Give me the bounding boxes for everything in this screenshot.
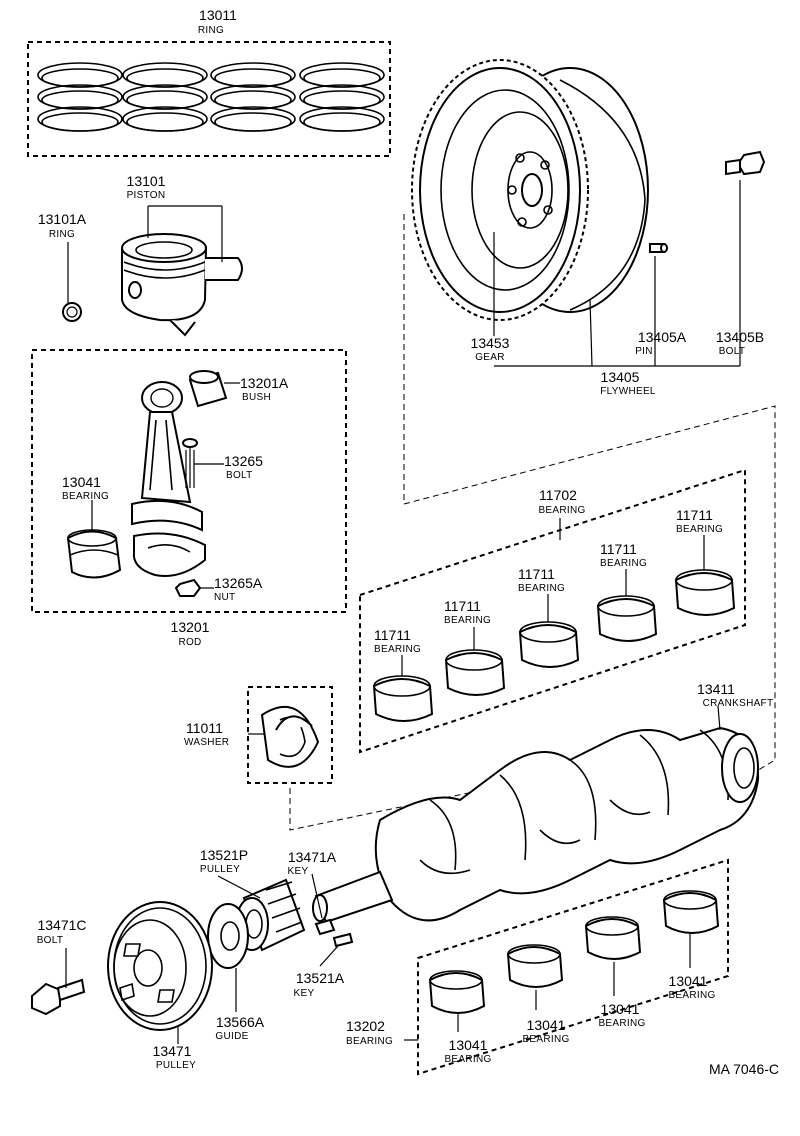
lower-bearing-3 [584,916,642,996]
callout-13265-number: 13265 [224,453,263,469]
callout-13405B-number: 13405B [716,329,764,345]
callout-13405-name: FLYWHEEL [600,386,656,397]
piston-pin-clip: 13101A RING [38,211,87,322]
callout-13405-number: 13405 [601,369,640,385]
callout-13411-name: CRANKSHAFT [703,698,774,709]
callout-13453-number: 13453 [471,335,510,351]
callout-13265A-number: 13265A [214,575,263,591]
timing-pulley-key: 13521A KEY [294,932,354,999]
callout-13202-number: 13202 [346,1018,385,1034]
callout-13453-name: GEAR [475,352,505,363]
callout-13471A-number: 13471A [288,849,337,865]
pulley-guide: 13566A GUIDE [207,903,265,1042]
callout-13041e-name: BEARING [668,990,715,1001]
callout-13405B-name: BOLT [719,346,746,357]
callout-13101A-name: RING [49,229,75,240]
callout-13202-name: BEARING [346,1036,393,1047]
callout-13566A-number: 13566A [216,1014,265,1030]
callout-13471-number: 13471 [153,1043,192,1059]
callout-13011-number: 13011 [199,7,237,23]
connecting-rod [131,381,206,577]
flywheel-pin: 13405A PIN [635,243,687,366]
callout-13201-name: ROD [178,637,201,648]
callout-13101-name: PISTON [127,190,166,201]
callout-13201A-number: 13201A [240,375,289,391]
ring-stack-1 [37,62,123,132]
flywheel: 13453 GEAR 13405 FLYWHEEL [411,59,740,397]
callout-13101A-number: 13101A [38,211,87,227]
callout-11702-name: BEARING [538,505,585,516]
callout-13041c-name: BEARING [522,1034,569,1045]
callout-13041-name: BEARING [62,491,109,502]
ring-stack-3 [210,62,296,132]
callout-13521A-number: 13521A [296,970,345,986]
crankshaft-pulley: 13471 PULLEY [107,901,213,1071]
callout-13471-name: PULLEY [156,1060,196,1071]
callout-13405A-number: 13405A [638,329,687,345]
callout-11711d-name: BEARING [600,558,647,569]
crankshaft-timing-pulley: 13521P PULLEY [200,847,306,952]
main-bearing-1 [372,655,434,722]
callout-11711b-number: 11711 [444,598,481,614]
flywheel-bolt: 13405B BOLT [716,150,766,366]
rod-bush: 13201A BUSH [188,370,289,408]
callout-13521A-name: KEY [294,988,315,999]
callout-13471A-name: KEY [288,866,309,877]
main-bearing-set: 11702 BEARING 11711 BEARING 11711 BEARIN… [359,468,746,754]
callout-11011-number: 11011 [186,720,223,736]
callout-11711a-number: 11711 [374,627,411,643]
pulley-key: 13471A KEY [288,849,337,936]
callout-13521P-name: PULLEY [200,864,240,875]
callout-11711a-name: BEARING [374,644,421,655]
callout-13041d-number: 13041 [601,1001,640,1017]
callout-13041-number: 13041 [62,474,101,490]
lower-bearing-4 [662,890,720,968]
pulley-bolt: 13471C BOLT [31,917,87,1016]
callout-11711c-number: 11711 [518,566,555,582]
piston-ring-set: 13011 RING [27,7,391,157]
callout-13041c-number: 13041 [527,1017,566,1033]
callout-13201-number: 13201 [171,619,210,635]
callout-13101-number: 13101 [127,173,166,189]
ring-stack-2 [122,62,208,132]
rod-bearing: 13041 BEARING [62,474,122,579]
callout-13041b-name: BEARING [444,1054,491,1065]
piston: 13101 PISTON [121,173,243,337]
callout-13566A-name: GUIDE [215,1031,248,1042]
main-bearing-3 [518,594,580,668]
callout-13405A-name: PIN [635,346,653,357]
callout-13521P-number: 13521P [200,847,248,863]
callout-11711d-number: 11711 [600,541,637,557]
rod-bolt: 13265 BOLT [182,438,263,488]
callout-13471C-number: 13471C [37,917,86,933]
callout-11011-name: WASHER [184,737,229,748]
callout-13265-name: BOLT [226,470,253,481]
callout-11711e-number: 11711 [676,507,713,523]
figure-code: MA 7046-C [709,1061,779,1077]
rod-nut: 13265A NUT [174,575,263,603]
callout-13041d-name: BEARING [598,1018,645,1029]
callout-13011-name: RING [198,25,224,36]
thrust-washer: 11011 WASHER [184,686,333,784]
callout-13201A-name: BUSH [242,392,271,403]
callout-13471C-name: BOLT [37,935,64,946]
ring-stack-4 [299,62,385,132]
callout-11711c-name: BEARING [518,583,565,594]
callout-11711b-name: BEARING [444,615,491,626]
connecting-rod-assembly: 13201A BUSH 13265 BOLT 13041 BEARING 132… [31,349,347,648]
callout-13265A-name: NUT [214,592,235,603]
lower-bearing-1 [428,970,486,1032]
callout-13411-number: 13411 [697,681,735,697]
callout-11702-number: 11702 [539,487,577,503]
main-bearing-4 [596,569,658,642]
callout-13041e-number: 13041 [669,973,708,989]
lower-bearing-set: 13202 BEARING 13041 BEARING 13041 BEARIN… [346,858,729,1076]
callout-11711e-name: BEARING [676,524,723,535]
crankshaft: 13411 CRANKSHAFT [312,681,774,924]
main-bearing-2 [444,627,506,696]
callout-13041b-number: 13041 [449,1037,488,1053]
lower-bearing-2 [506,944,564,1010]
main-bearing-5 [674,535,736,616]
